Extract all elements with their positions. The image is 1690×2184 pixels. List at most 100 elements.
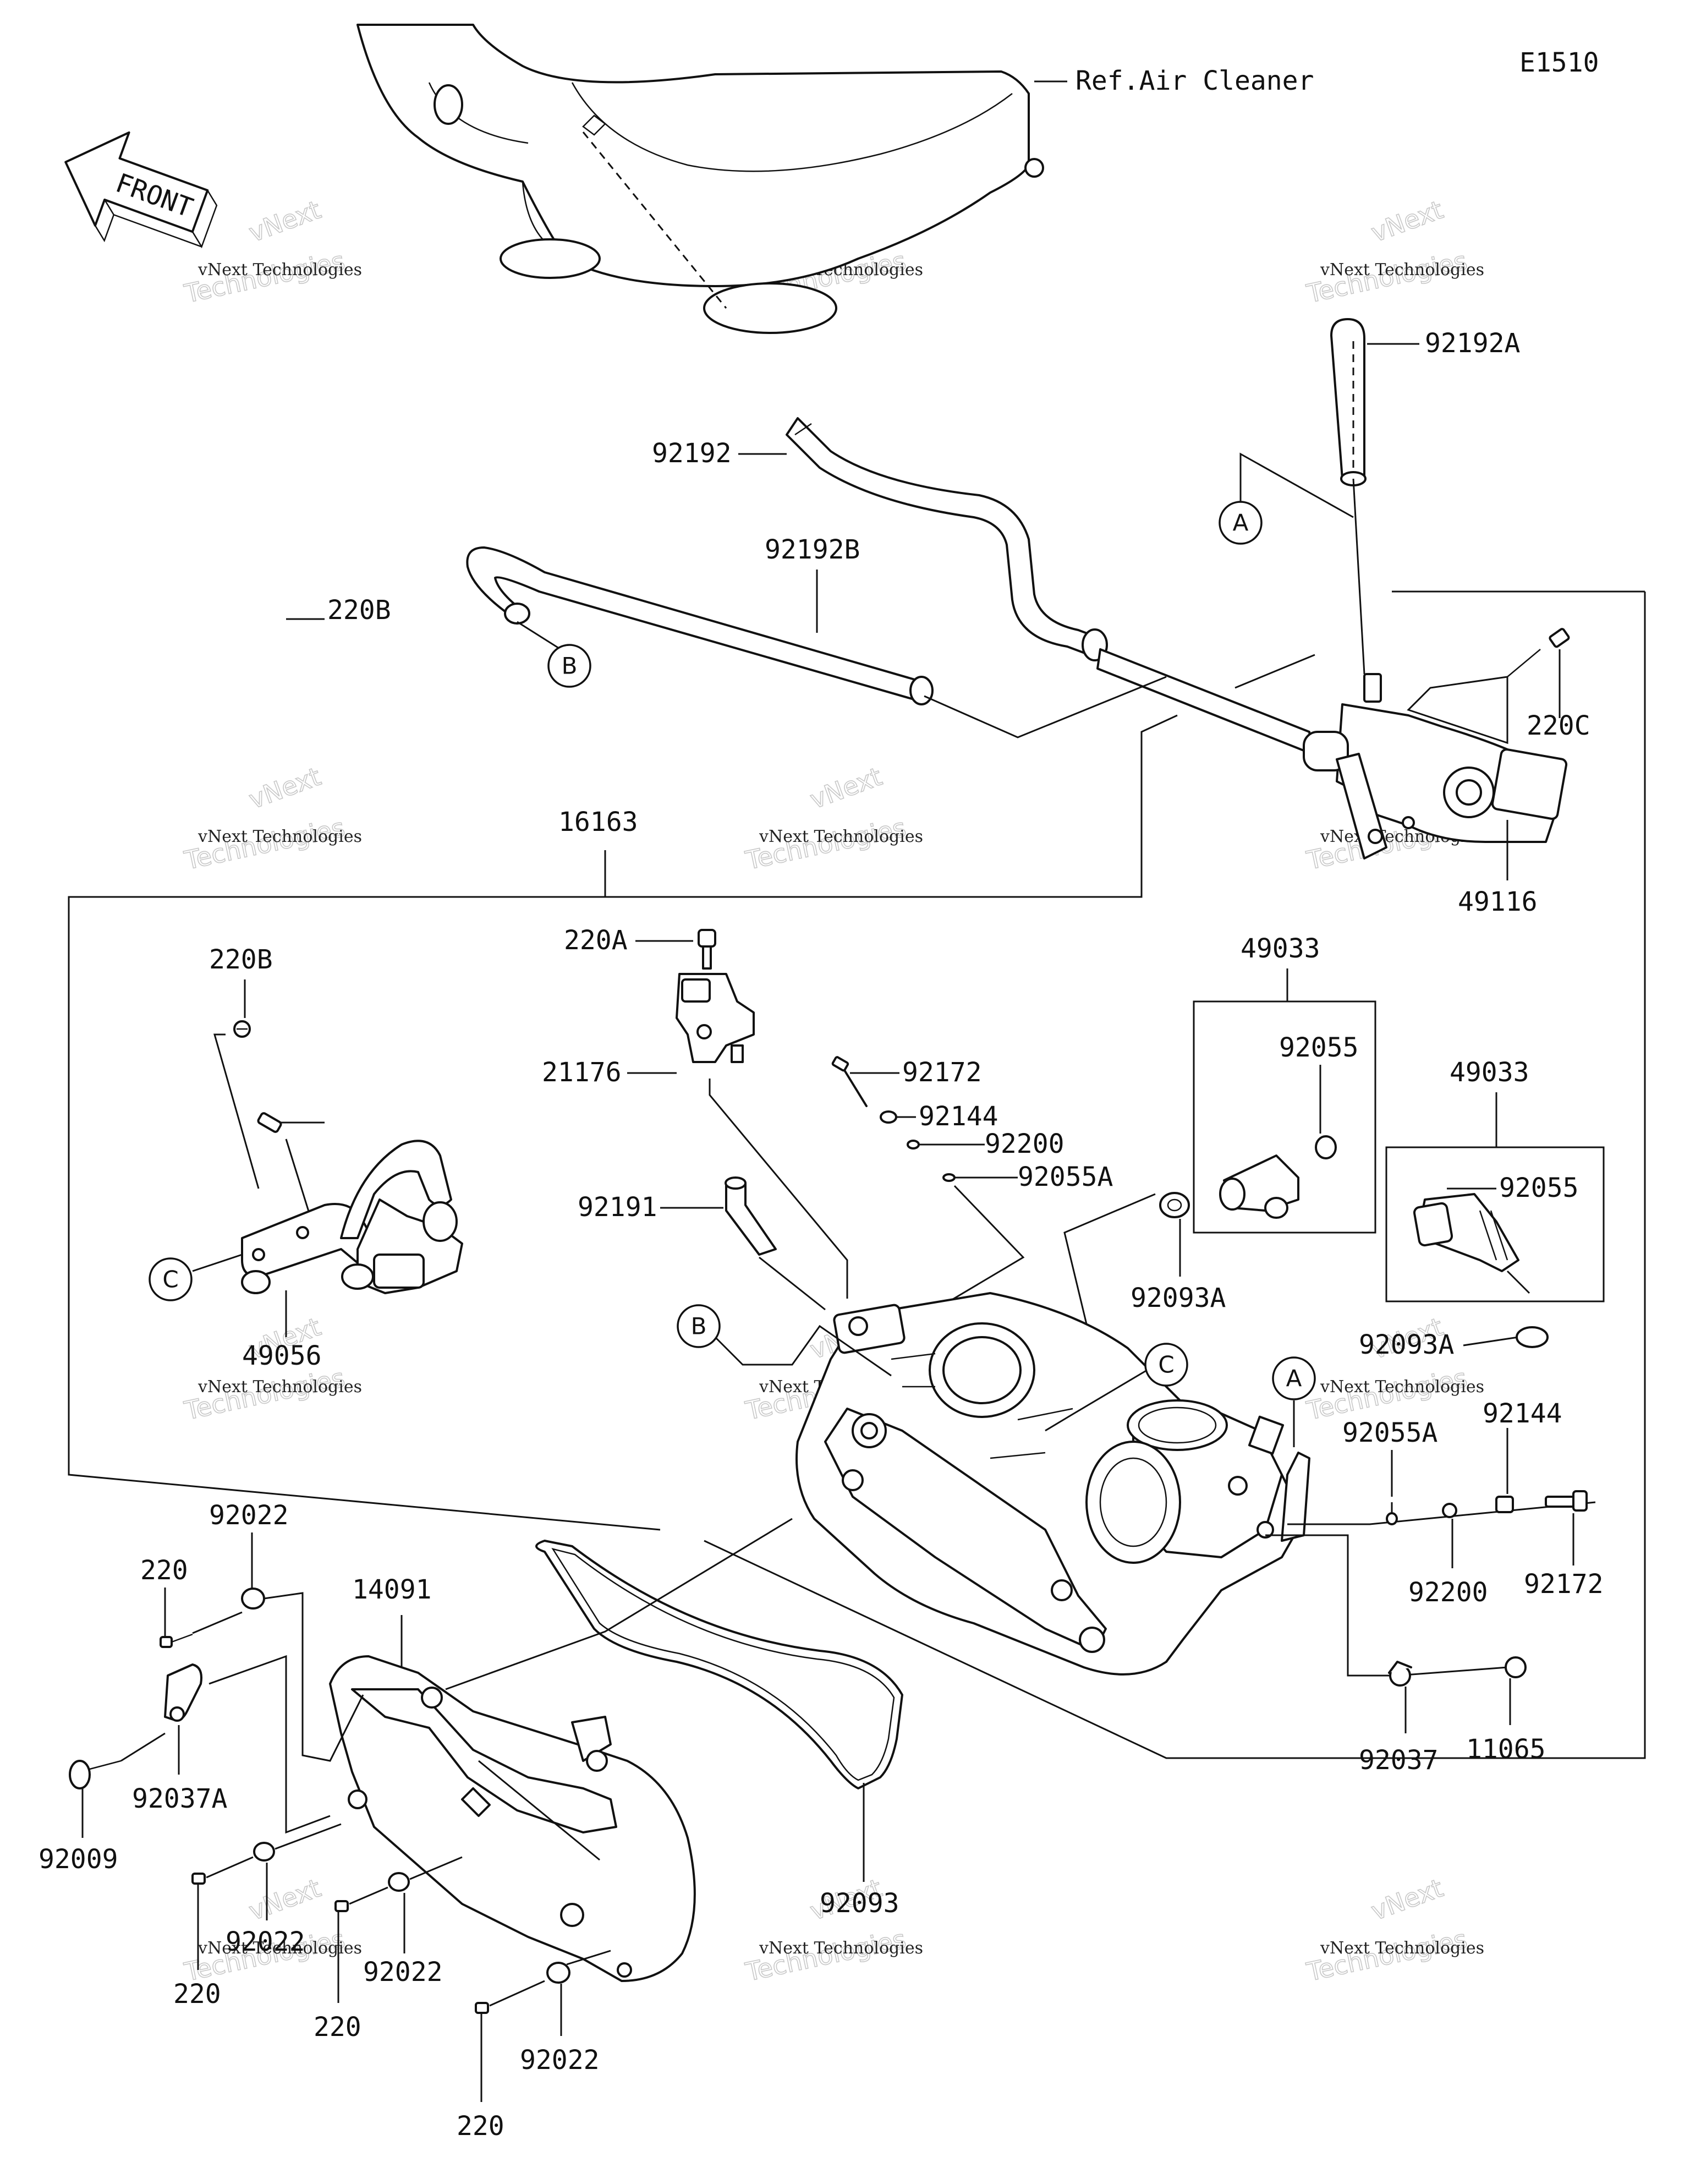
oring-92055A-top [942, 1173, 956, 1182]
label-49116: 49116 [1458, 886, 1538, 917]
washer-92022-2 [253, 1842, 275, 1862]
hose-92192A [1330, 318, 1367, 486]
label-92022-1: 92022 [209, 1500, 289, 1531]
front-arrow-icon: FRONT [64, 131, 218, 249]
washer-92022-4 [546, 1962, 570, 1984]
label-92192A: 92192A [1425, 328, 1520, 359]
oring-92055A-right [1386, 1512, 1398, 1525]
callout-c-left [149, 1257, 193, 1301]
label-92055-box2: 92055 [1499, 1173, 1579, 1203]
watermark-text: vNext Technologies [197, 260, 362, 280]
watermark-text: vNext Technologies [197, 827, 362, 846]
clip-92037A [164, 1663, 202, 1722]
callout-c-left-label: C [162, 1266, 178, 1293]
kit-frame-16163 [704, 592, 1646, 1759]
label-49033-1: 49033 [1241, 933, 1320, 964]
label-92093A-1: 92093A [1131, 1283, 1226, 1313]
label-220B-1: 220B [209, 944, 273, 975]
bolt-92172-top [831, 1056, 868, 1107]
watermark-vnext: vNext [245, 762, 325, 815]
label-92037A: 92037A [132, 1783, 227, 1814]
label-220C: 220C [1527, 710, 1590, 741]
watermark: vNext Technologies vNext Technologies [181, 761, 362, 876]
belt-92093 [535, 1540, 903, 1789]
callout-a-top-label: A [1233, 510, 1249, 537]
watermark-vnext: vNext [245, 1873, 325, 1926]
watermark: vNext Technologies vNext Technologies [1303, 1873, 1484, 1988]
watermark-text: vNext Technologies [1320, 1939, 1484, 1958]
label-92192: 92192 [652, 438, 732, 469]
callout-a-top [1219, 501, 1263, 545]
tube-92191 [725, 1176, 777, 1256]
seal-92093A-2 [1516, 1326, 1549, 1348]
washer-92200-top [907, 1140, 920, 1150]
hose-92192B [466, 546, 934, 705]
screw-220A [698, 929, 716, 970]
sensor-21176 [676, 973, 755, 1063]
screw-220-3 [334, 1900, 349, 1912]
seal-92093A-1 [1159, 1192, 1190, 1218]
label-92191: 92191 [578, 1192, 657, 1223]
washer-92022-3 [388, 1872, 410, 1892]
label-92192B: 92192B [765, 534, 860, 565]
screw-220-1 [160, 1633, 193, 1648]
label-92037: 92037 [1359, 1745, 1439, 1776]
label-92200-top: 92200 [985, 1129, 1065, 1159]
label-49056: 49056 [242, 1340, 322, 1371]
label-92144-right: 92144 [1483, 1398, 1562, 1429]
callout-c-mid [1144, 1343, 1188, 1387]
label-92055-box1: 92055 [1279, 1032, 1359, 1063]
screw-92009 [69, 1760, 122, 1789]
label-92009: 92009 [39, 1844, 118, 1875]
washer-92022-1 [241, 1588, 265, 1610]
injector-small [1219, 1154, 1299, 1219]
callout-b-top-label: B [562, 653, 578, 680]
throttle-body [795, 1292, 1310, 1676]
watermark: vNext Technologies vNext Technologies [1303, 194, 1484, 309]
bolt-220C [1507, 628, 1570, 677]
cap-11065 [1505, 1656, 1527, 1678]
watermark: vNext Technologies vNext Technologies [742, 761, 923, 876]
label-92144-top: 92144 [919, 1101, 998, 1132]
kit-box-49033-1 [1193, 1000, 1376, 1234]
injector-92055 [1413, 1193, 1519, 1272]
watermark: vNext Technologies vNext Technologies [181, 194, 362, 309]
bracket-49056 [241, 1140, 463, 1294]
diagram-code: E1510 [1519, 47, 1599, 78]
screw-220B-1 [233, 1020, 251, 1038]
label-92055A-top: 92055A [1018, 1162, 1113, 1192]
cover-14091 [329, 1655, 696, 1982]
label-92022-2: 92022 [226, 1926, 305, 1957]
screw-220B-2 [257, 1112, 282, 1133]
label-220-4: 220 [457, 2111, 504, 2142]
air-cleaner-reference: Ref.Air Cleaner [356, 24, 1314, 334]
watermark-text: vNext Technologies [759, 827, 923, 846]
watermark-text: vNext Technologies [759, 1939, 923, 1958]
watermark-text: vNext Technologies [197, 1377, 362, 1397]
label-220B-2: 220B [327, 595, 391, 626]
label-92172-top: 92172 [902, 1057, 982, 1088]
label-92200-right: 92200 [1408, 1577, 1488, 1608]
washer-92200-right [1442, 1503, 1457, 1518]
label-21176: 21176 [542, 1057, 622, 1088]
label-220-1: 220 [140, 1555, 188, 1586]
label-92022-3: 92022 [363, 1957, 443, 1988]
callout-c-mid-label: C [1158, 1351, 1174, 1378]
kit-box-49033-2 [1385, 1146, 1605, 1302]
label-49033-2: 49033 [1450, 1057, 1529, 1088]
ref-air-cleaner-label: Ref.Air Cleaner [1076, 65, 1314, 96]
callout-a-mid-label: A [1286, 1365, 1302, 1392]
screw-220-2 [191, 1873, 206, 1885]
label-220-2: 220 [173, 1979, 221, 2010]
watermark-text: vNext Technologies [197, 1939, 362, 1958]
label-92093A-2: 92093A [1359, 1329, 1454, 1360]
label-11065: 11065 [1466, 1734, 1546, 1765]
callout-b-mid-label: B [691, 1313, 707, 1340]
watermark-text: vNext Technologies [1320, 260, 1484, 280]
label-220-3: 220 [314, 2012, 361, 2043]
screw-220-4 [475, 2002, 489, 2014]
spring-92144-right [1495, 1496, 1514, 1513]
watermark-vnext: vNext [245, 195, 325, 248]
bolt-92172-right [1545, 1490, 1588, 1512]
